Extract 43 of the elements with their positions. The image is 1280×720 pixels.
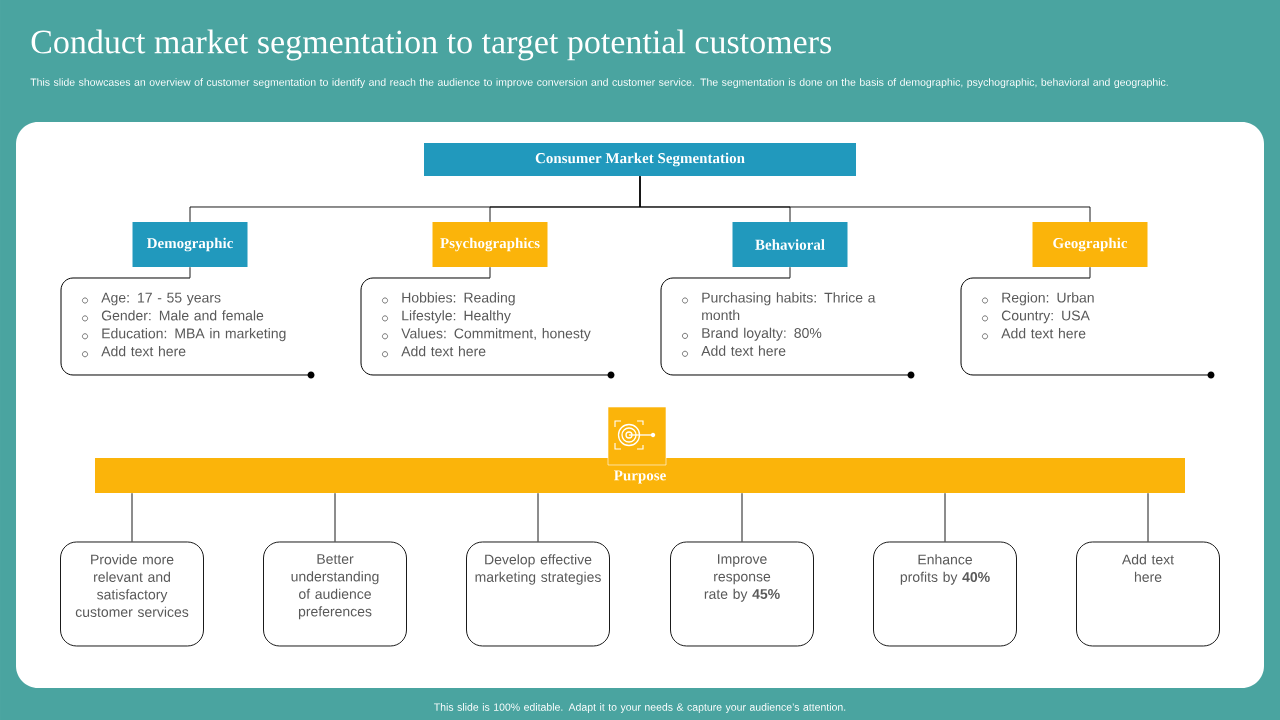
- purpose-box: Add text here: [1076, 541, 1220, 647]
- description-text: This slide showcases an overview of customer segmentation to identify and reach the audience to improve conversion and customer service. The segmentation is done on the basis of demographic, psychographic, behavioral and geographic.: [30, 78, 1168, 88]
- connector: [741, 492, 743, 542]
- node-label: Purchasing habits: Thrice a month: [702, 292, 876, 321]
- node-label: Gender: Male and female: [101, 310, 264, 321]
- node-label: Add text here: [1001, 328, 1086, 339]
- connector: [537, 492, 539, 542]
- connector: [639, 175, 1091, 223]
- list-box: Region: Urban Country: USA Add text here: [960, 277, 1215, 379]
- node-label: Hobbies: Reading: [402, 292, 515, 306]
- node-label: Country: USA: [1001, 310, 1090, 324]
- node-label: Brand loyalty: 80%: [702, 327, 822, 341]
- connector: [189, 266, 191, 279]
- purpose-box: Improve response rate by 45%: [670, 541, 814, 647]
- node-label: Region: Urban: [1002, 292, 1094, 306]
- connector: [334, 492, 336, 542]
- connector: [789, 266, 791, 279]
- list-box: Hobbies: Reading Lifestyle: Healthy Values: Commitment, honesty Add text here: [360, 277, 615, 379]
- node-label: Add text here: [401, 346, 486, 357]
- node-label: Add text here: [101, 346, 186, 357]
- category-box: Geographic: [1032, 222, 1148, 267]
- connector: [944, 492, 946, 542]
- category-box: Demographic: [132, 222, 248, 267]
- purpose-box: Better understanding of audience preferences: [263, 541, 407, 647]
- purpose-box: Provide more relevant and satisfactory customer services: [60, 541, 204, 647]
- category-box: Behavioral: [732, 222, 848, 267]
- list-box: Purchasing habits: Thrice a month Brand loyalty: 80% Add text here: [660, 277, 915, 379]
- footer-note: This slide is 100% editable. Adapt it to your needs & capture your audience’s attention.: [434, 703, 846, 713]
- purpose-box: Develop effective marketing strategies: [466, 541, 610, 647]
- node-label: Add text here: [701, 345, 786, 356]
- slide-title: Conduct market segmentation to target potential customers: [31, 29, 832, 61]
- node-label: Lifestyle: Healthy: [402, 310, 511, 324]
- purpose-box: Enhance profits by 40%: [873, 541, 1017, 647]
- list-box: Age: 17 - 55 years Gender: Male and female Education: MBA in marketing Add text here: [60, 277, 315, 379]
- connector: [489, 266, 491, 279]
- title-box: Consumer Market Segmentation: [424, 143, 856, 176]
- connector: [1147, 492, 1149, 542]
- connector: [131, 492, 133, 542]
- connector: [1089, 266, 1091, 279]
- node-label: Age: 17 - 55 years: [101, 292, 221, 306]
- node-label: Values: Commitment, honesty: [401, 328, 591, 342]
- category-box: Psychographics: [432, 222, 548, 267]
- node-label: Education: MBA in marketing: [102, 328, 286, 342]
